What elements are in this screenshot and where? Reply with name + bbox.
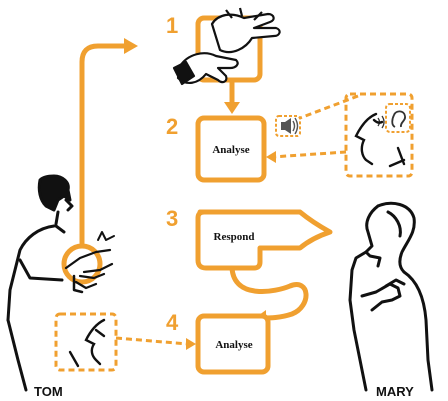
- dashed-line-ear-to-sound: [299, 94, 359, 120]
- step4-number: 4: [166, 310, 179, 335]
- flow-arrowhead-step1: [124, 38, 138, 54]
- sound-icon: [275, 115, 301, 137]
- seeing-face-box: [54, 312, 118, 372]
- flow-arrowhead-step2: [224, 102, 240, 114]
- ear-icon: [377, 103, 411, 133]
- dashed-line-tom-to-step4: [115, 336, 189, 346]
- step3-box: [195, 209, 333, 271]
- flow-line-step3-to-step4: [229, 265, 309, 321]
- tom-figure: [6, 174, 115, 392]
- step3-label: Respond: [214, 231, 255, 243]
- step4-box: [195, 313, 271, 375]
- step2-number: 2: [166, 114, 178, 139]
- step3-number: 3: [166, 206, 178, 231]
- mary-label: MARY: [376, 384, 414, 399]
- tom-label: TOM: [34, 384, 63, 399]
- dashed-line-mary-to-step2: [271, 150, 347, 159]
- watching-face-icon: [68, 318, 106, 368]
- sign-hands-icon: [172, 7, 281, 86]
- listening-face-box: [344, 92, 414, 178]
- face-icon: [354, 112, 406, 168]
- flow-line-tom-to-step1: [79, 43, 131, 265]
- step4-label: Analyse: [215, 339, 252, 351]
- mary-figure: [348, 201, 434, 392]
- dashed-arrowhead-step4: [186, 338, 196, 350]
- step2-label: Analyse: [212, 144, 249, 156]
- dashed-arrowhead-step2: [266, 151, 276, 163]
- step2-box: [195, 115, 267, 183]
- step1-number: 1: [166, 13, 178, 38]
